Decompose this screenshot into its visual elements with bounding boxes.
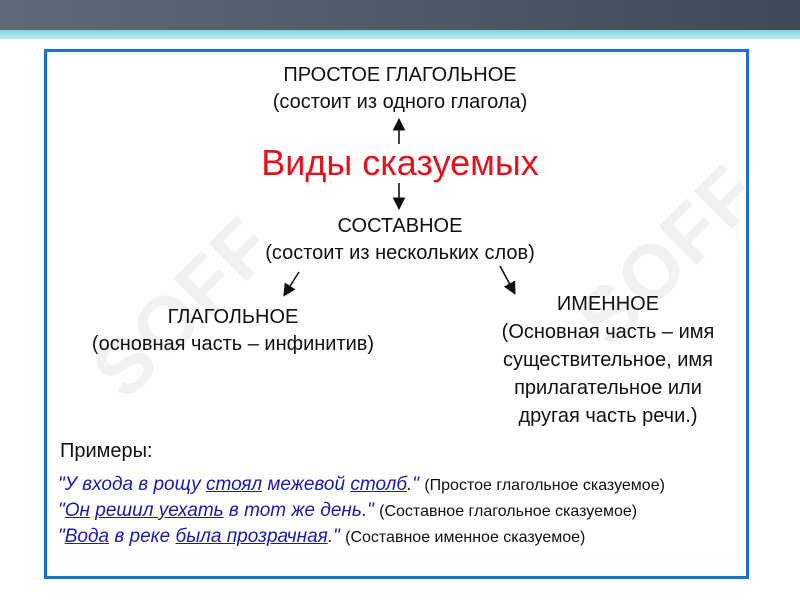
example-2-quote: "Он решил уехать в тот же день." [58,500,379,521]
node-compound-desc: (состоит из нескольких слов) [265,242,535,264]
node-compound: СОСТАВНОЕ (состоит из нескольких слов) [200,213,600,267]
node-compound-nominal: ИМЕННОЕ (Основная часть – имя существите… [468,290,748,430]
example-1-subject: столб [350,474,408,495]
example-1-text-a: "У входа в рощу [58,474,206,495]
example-2: "Он решил уехать в тот же день." (Состав… [58,500,637,522]
example-1: "У входа в рощу стоял межевой столб." (П… [58,474,665,496]
example-3-text-a: " [58,526,65,547]
example-1-predicate-verb: стоял [205,474,263,495]
arrow-to-verbal [283,271,300,297]
example-2-type: (Составное глагольное сказуемое) [379,503,638,520]
content-frame [44,49,749,579]
example-2-subject: Он [64,500,90,521]
node-compound-verbal: ГЛАГОЛЬНОЕ (основная часть – инфинитив) [58,304,408,358]
example-2-text-c: в тот же день." [223,500,380,521]
examples-heading: Примеры: [60,440,153,462]
example-1-text-c: ." [407,474,425,495]
node-nominal-desc-2: существительное, имя [503,349,713,371]
node-simple-verbal: ПРОСТОЕ ГЛАГОЛЬНОЕ (состоит из одного гл… [200,62,600,116]
example-3-predicate: была прозрачная [175,526,328,547]
example-3-text-b: в реке [109,526,176,547]
slide-top-accent [0,30,800,39]
example-1-quote: "У входа в рощу стоял межевой столб." [58,474,424,495]
node-simple-title: ПРОСТОЕ ГЛАГОЛЬНОЕ [283,64,517,86]
node-nominal-desc-4: другая часть речи.) [518,405,698,427]
example-3-subject: Вода [64,526,110,547]
example-1-type: (Простое глагольное сказуемое) [424,477,665,494]
example-3-text-c: ." [327,526,346,547]
node-nominal-desc-3: прилагательное или [514,377,702,399]
example-1-text-b: межевой [262,474,351,495]
diagram-title: Виды сказуемых [261,142,539,183]
node-verbal-desc: (основная часть – инфинитив) [91,333,375,355]
example-2-predicate: решил уехать [95,500,224,521]
node-compound-title: СОСТАВНОЕ [337,215,463,237]
node-verbal-title: ГЛАГОЛЬНОЕ [167,306,299,328]
node-nominal-title: ИМЕННОЕ [556,293,660,315]
arrow-to-nominal [499,265,516,295]
slide-top-bar [0,0,800,30]
example-3: "Вода в реке была прозрачная." (Составно… [58,526,585,548]
example-3-type: (Составное именное сказуемое) [345,529,586,546]
node-simple-desc: (состоит из одного глагола) [272,91,528,113]
example-2-text-a: " [58,500,65,521]
example-3-quote: "Вода в реке была прозрачная." [58,526,345,547]
node-nominal-desc-1: (Основная часть – имя [501,321,715,343]
